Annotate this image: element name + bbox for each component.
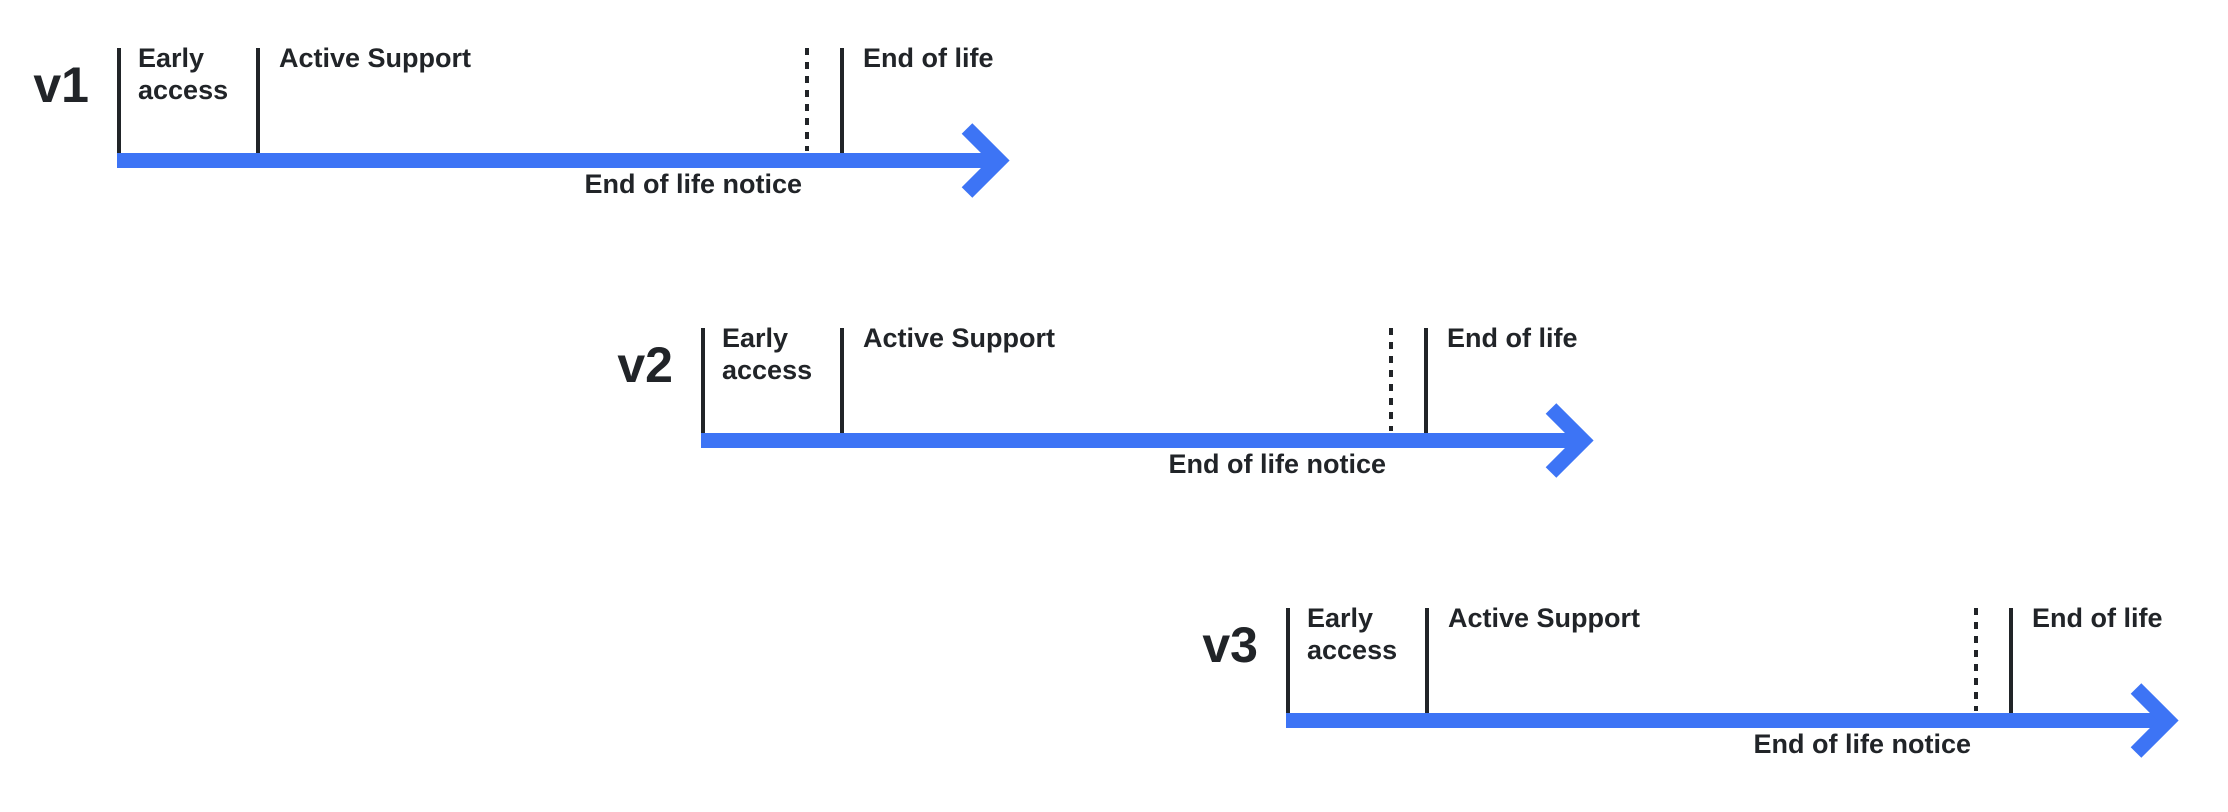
timeline-arrow-graphic [701, 328, 1594, 478]
early-access-label: Early access [1307, 603, 1398, 665]
early-access-label: Early access [722, 323, 813, 385]
end-of-life-notice-label: End of life notice [1168, 449, 1386, 479]
end-of-life-label: End of life [1447, 323, 1578, 353]
version-label: v3 [1202, 617, 1258, 673]
timeline-arrow-graphic [117, 48, 1010, 198]
timeline-row-v3: v3 Early access Active Support End of li… [1202, 603, 2196, 773]
end-of-life-notice-label: End of life notice [1753, 729, 1971, 759]
end-of-life-label: End of life [863, 43, 994, 73]
timeline-row-v1: v1 Early access Active Support End of li… [33, 43, 1027, 213]
active-support-label: Active Support [1448, 603, 1641, 633]
timeline-arrow-graphic [1286, 608, 2179, 758]
arrowhead-icon [2130, 683, 2179, 758]
active-support-label: Active Support [863, 323, 1056, 353]
end-of-life-label: End of life [2032, 603, 2163, 633]
version-label: v2 [617, 337, 673, 393]
arrowhead-icon [1545, 403, 1594, 478]
active-support-label: Active Support [279, 43, 472, 73]
early-access-label: Early access [138, 43, 229, 105]
timeline-row-v2: v2 Early access Active Support End of li… [617, 323, 1611, 493]
arrowhead-icon [961, 123, 1010, 198]
end-of-life-notice-label: End of life notice [584, 169, 802, 199]
version-label: v1 [33, 57, 89, 113]
